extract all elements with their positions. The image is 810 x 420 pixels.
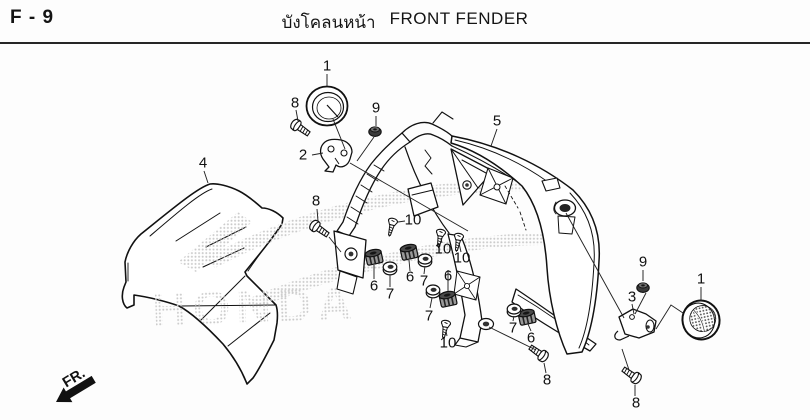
page-code: F - 9 — [10, 7, 55, 28]
page-title: บังโคลนหน้า FRONT FENDER — [0, 9, 810, 36]
screw-part-10-icon — [438, 319, 452, 341]
reflector-part-1-right — [681, 299, 721, 341]
inner-fender-part-5 — [333, 111, 601, 355]
page-title-thai: บังโคลนหน้า — [281, 13, 376, 33]
screw-part-8-icon — [619, 363, 644, 387]
reflector-part-1-left — [305, 85, 349, 127]
washer-part-7-icon — [425, 284, 441, 299]
washer-part-7-icon — [417, 253, 433, 268]
bracket-part-2 — [319, 138, 353, 173]
arrow-icon — [56, 375, 96, 403]
honda-watermark: HONDA — [151, 179, 570, 338]
screw-part-8-icon — [526, 341, 551, 365]
grommet-part-6-icon — [363, 247, 385, 267]
front-direction-arrow: FR. — [56, 365, 96, 403]
header-divider — [0, 42, 810, 44]
bracket-part-3 — [614, 308, 657, 341]
leader-lines — [203, 74, 702, 396]
screw-part-8-icon — [288, 116, 313, 140]
nut-part-9-icon — [368, 126, 382, 137]
grommet-part-6-icon — [398, 242, 420, 262]
grommet-part-6-icon — [437, 289, 459, 309]
washer-part-7-icon — [382, 261, 398, 276]
screw-part-10-icon — [383, 216, 399, 239]
page-title-en: FRONT FENDER — [389, 9, 529, 28]
washer-part-7-icon — [506, 303, 522, 318]
nut-part-9-icon — [636, 282, 650, 293]
honda-watermark-text: HONDA — [151, 277, 359, 337]
